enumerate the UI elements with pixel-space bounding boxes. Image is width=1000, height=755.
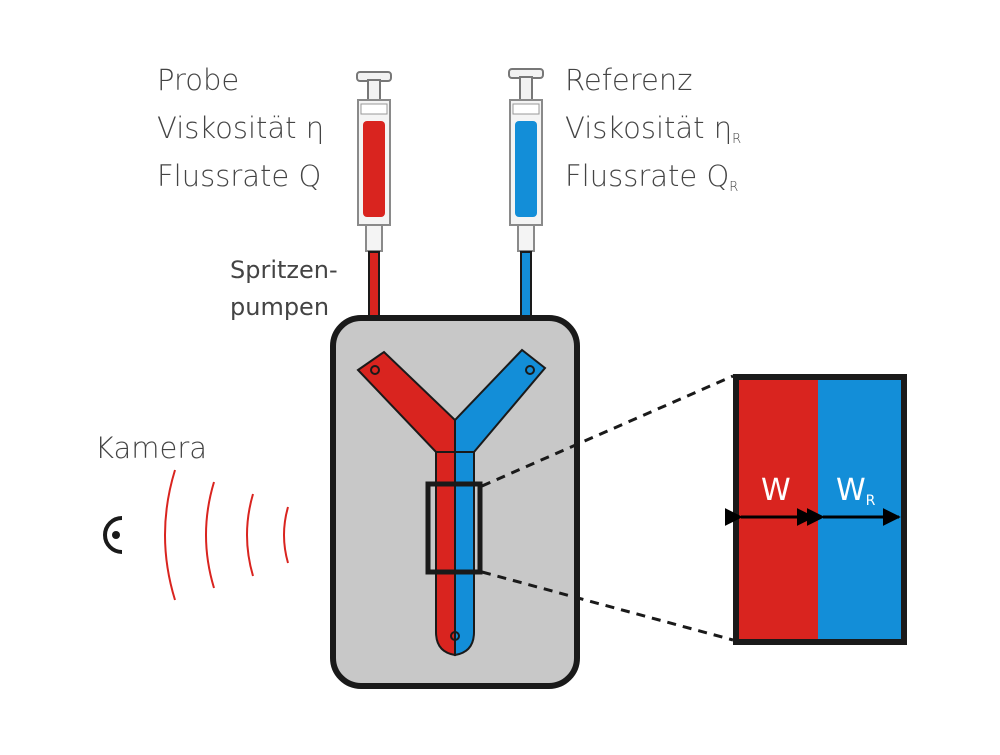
camera <box>103 469 289 601</box>
sample-syringe <box>356 71 392 343</box>
camera-wave-2 <box>205 481 215 589</box>
reference-main-stream <box>454 451 475 657</box>
ref-width-label: WR <box>836 473 876 509</box>
pumps-label-line1: Spritzen- <box>230 256 338 284</box>
sample-syringe-plunger-rod <box>367 79 381 103</box>
sample-label-flowrate: Flussrate Q <box>157 159 321 193</box>
reference-syringe-piston <box>512 103 540 115</box>
reference-label-viscosity: Viskosität ηR <box>565 111 741 147</box>
reference-syringe-liquid <box>515 121 537 217</box>
sample-inlet-port <box>370 365 380 375</box>
outlet-port <box>450 631 460 641</box>
zoom-sample-stream <box>736 377 818 642</box>
camera-wave-3 <box>246 493 254 577</box>
camera-wave-4 <box>283 506 289 564</box>
zoom-reference-stream <box>818 377 904 642</box>
sample-syringe-liquid <box>363 121 385 217</box>
observation-window <box>425 481 483 575</box>
camera-lens-icon <box>103 516 123 554</box>
reference-syringe <box>508 68 544 343</box>
zoomed-view: W WR <box>724 374 907 645</box>
reference-syringe-plunger-rod <box>519 76 533 102</box>
reference-label-name: Referenz <box>565 63 692 97</box>
sample-label-viscosity: Viskosität η <box>157 111 324 145</box>
y-channel <box>356 348 547 657</box>
camera-label: Kamera <box>95 431 207 465</box>
zoom-line-bottom <box>481 570 734 642</box>
reference-branch <box>454 348 547 453</box>
reference-syringe-tip <box>517 224 535 252</box>
reference-inlet-port <box>525 365 535 375</box>
width-label: W <box>761 473 791 508</box>
sample-label-name: Probe <box>157 63 239 97</box>
zoom-line-top <box>481 374 734 488</box>
reference-label-flowrate: Flussrate QR <box>565 159 738 195</box>
camera-aperture-icon <box>112 531 120 539</box>
camera-wave-1 <box>164 469 176 601</box>
sample-syringe-piston <box>360 103 388 115</box>
sample-syringe-tip <box>365 224 383 252</box>
pumps-label-line2: pumpen <box>230 293 329 321</box>
